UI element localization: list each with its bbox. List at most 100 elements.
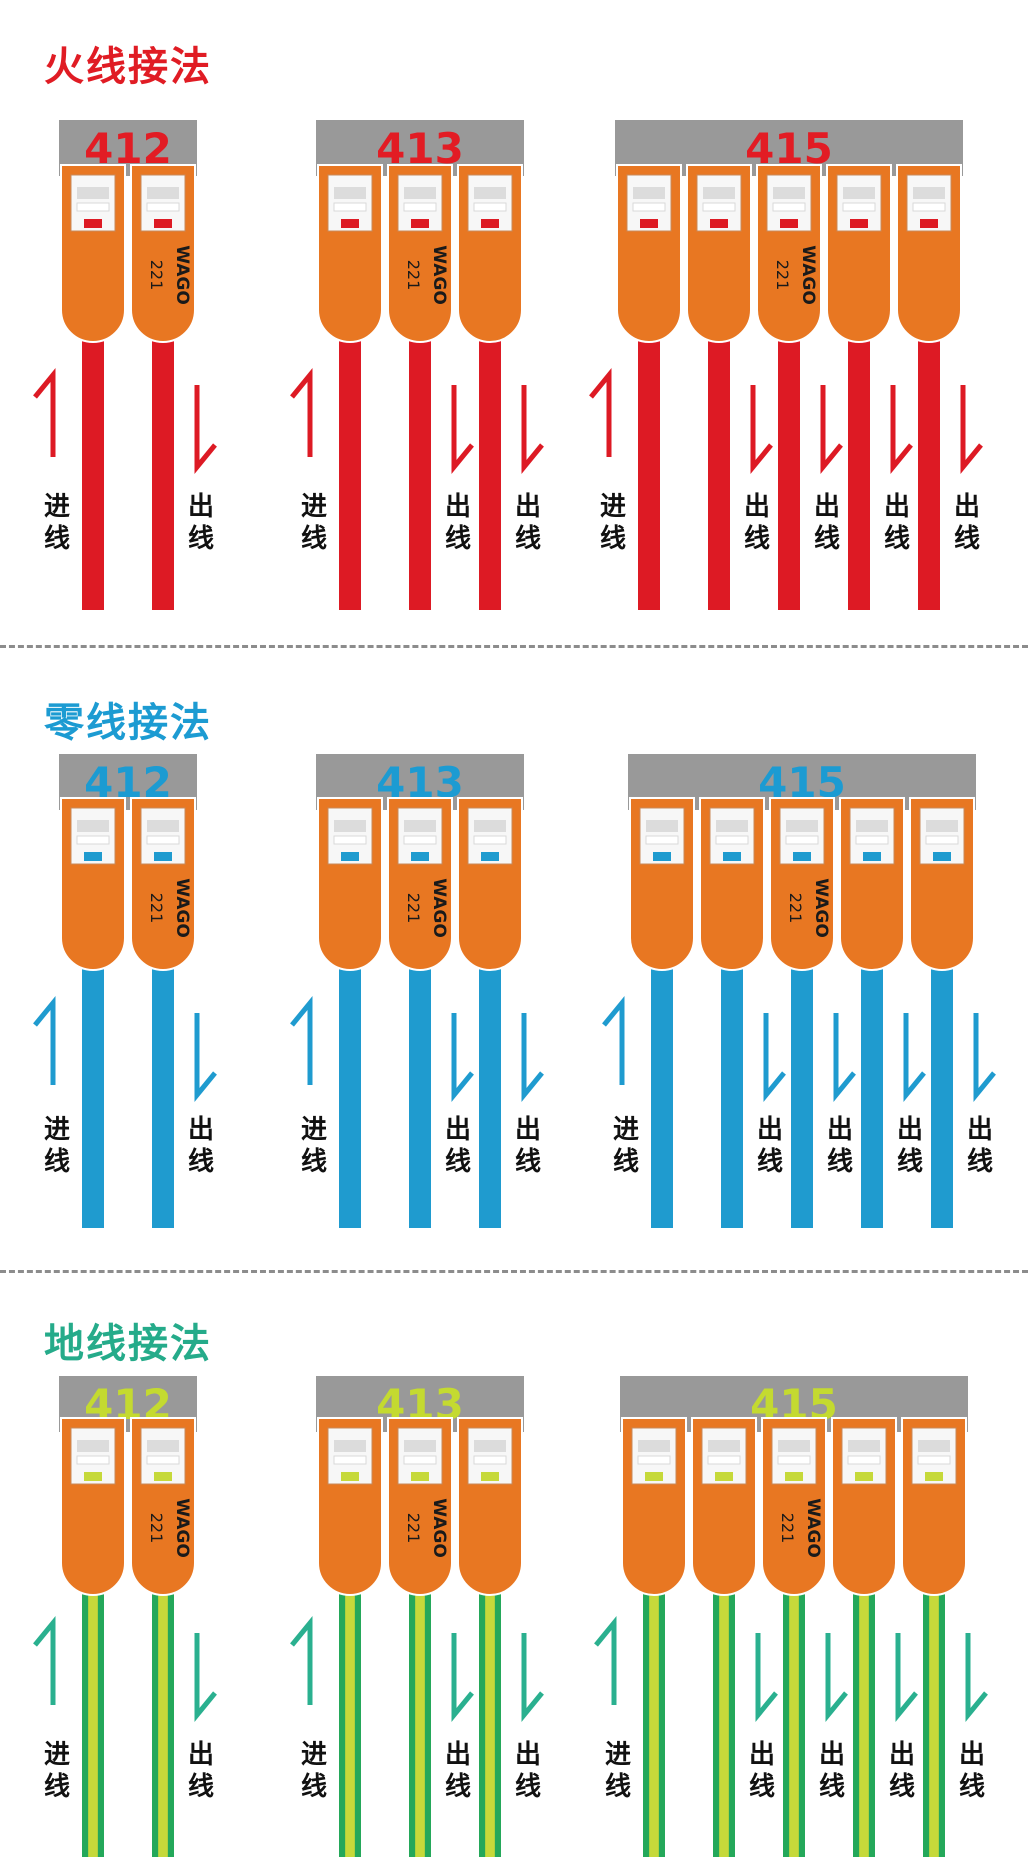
socket-slot-top — [147, 820, 179, 832]
incoming-arrow-icon — [290, 1615, 313, 1705]
socket-slot — [76, 202, 110, 212]
connector-diagram-svg: 412WAGO221进线出线413WAGO221进线出线出线415WAGO221… — [33, 1376, 988, 1857]
wire-indicator — [723, 852, 741, 861]
outgoing-arrow-icon — [521, 1633, 544, 1723]
socket-slot — [632, 202, 666, 212]
wire-indicator — [341, 1472, 359, 1481]
socket-slot — [785, 835, 819, 845]
out-label-line1: 出 — [515, 1115, 541, 1145]
socket-slot-top — [786, 820, 818, 832]
socket-slot — [847, 1455, 881, 1465]
socket-slot-top — [703, 187, 735, 199]
socket-slot — [76, 835, 110, 845]
wire-indicator — [481, 852, 499, 861]
wire-indicator — [715, 1472, 733, 1481]
out-label-line2: 线 — [515, 1147, 541, 1177]
out-label-line1: 出 — [188, 1740, 214, 1770]
model-number-text: 221 — [786, 893, 805, 924]
in-label-line2: 线 — [44, 1772, 70, 1802]
out-label-line2: 线 — [744, 524, 770, 554]
neutral-wire — [721, 950, 743, 1228]
incoming-arrow-icon — [594, 1615, 617, 1705]
incoming-arrow-icon — [589, 367, 612, 457]
socket-slot-top — [778, 1440, 810, 1452]
connector-diagram-svg: 412WAGO221进线出线413WAGO221进线出线出线415WAGO221… — [33, 120, 983, 610]
out-label-line2: 线 — [445, 1772, 471, 1802]
section-title-hot-wire: 火线接法 — [44, 44, 212, 90]
out-label-line2: 线 — [188, 1772, 214, 1802]
wire-indicator — [863, 852, 881, 861]
ground-wire-stripe — [859, 1575, 869, 1857]
out-label-line2: 线 — [749, 1772, 775, 1802]
outgoing-arrow-icon — [194, 1013, 217, 1103]
socket-slot-top — [334, 1440, 366, 1452]
out-label-line2: 线 — [819, 1772, 845, 1802]
out-label-line1: 出 — [445, 1740, 471, 1770]
section-title-ground-wire: 地线接法 — [44, 1321, 212, 1367]
socket-slot-top — [147, 187, 179, 199]
model-number-text: 221 — [147, 893, 166, 924]
wire-indicator — [84, 219, 102, 228]
hot-wire — [479, 322, 501, 610]
socket-slot-top — [404, 187, 436, 199]
socket-slot-top — [773, 187, 805, 199]
socket-slot-top — [334, 187, 366, 199]
ground-wire-stripe — [929, 1575, 939, 1857]
out-label-line2: 线 — [515, 1772, 541, 1802]
outgoing-arrow-icon — [451, 1633, 474, 1723]
neutral-wire — [339, 950, 361, 1228]
out-label-line1: 出 — [954, 492, 980, 522]
wire-indicator — [780, 219, 798, 228]
in-label-line1: 进 — [301, 492, 327, 522]
socket-slot — [772, 202, 806, 212]
out-label-line1: 出 — [515, 1740, 541, 1770]
section-title-neutral-wire: 零线接法 — [44, 700, 212, 746]
out-label-line1: 出 — [744, 492, 770, 522]
socket-slot-top — [708, 1440, 740, 1452]
hot-wire — [918, 322, 940, 610]
wire-indicator — [653, 852, 671, 861]
socket-slot-top — [913, 187, 945, 199]
wire-indicator — [785, 1472, 803, 1481]
hot-wire — [638, 322, 660, 610]
model-number-text: 221 — [147, 1513, 166, 1544]
socket-slot — [855, 835, 889, 845]
outgoing-arrow-icon — [903, 1013, 926, 1103]
socket-slot — [403, 835, 437, 845]
out-label-line1: 出 — [188, 1115, 214, 1145]
outgoing-arrow-icon — [890, 385, 913, 475]
neutral-wire — [409, 950, 431, 1228]
wire-indicator — [154, 219, 172, 228]
socket-slot — [912, 202, 946, 212]
out-label-line1: 出 — [959, 1740, 985, 1770]
socket-slot-top — [856, 820, 888, 832]
out-label-line1: 出 — [897, 1115, 923, 1145]
ground-wire-stripe — [88, 1575, 98, 1857]
socket-slot-top — [716, 820, 748, 832]
socket-slot — [473, 202, 507, 212]
socket-slot — [707, 1455, 741, 1465]
in-label-line1: 进 — [301, 1740, 327, 1770]
neutral-wire — [82, 950, 104, 1228]
socket-slot — [146, 202, 180, 212]
outgoing-arrow-icon — [833, 1013, 856, 1103]
hot-wire — [778, 322, 800, 610]
outgoing-arrow-icon — [521, 1013, 544, 1103]
socket-slot-top — [404, 820, 436, 832]
socket-slot — [917, 1455, 951, 1465]
wago-logo-text: WAGO — [172, 245, 192, 305]
socket-slot — [637, 1455, 671, 1465]
incoming-arrow-icon — [33, 367, 56, 457]
socket-slot-top — [147, 1440, 179, 1452]
out-label-line1: 出 — [188, 492, 214, 522]
out-label-line1: 出 — [757, 1115, 783, 1145]
out-label-line1: 出 — [749, 1740, 775, 1770]
out-label-line2: 线 — [827, 1147, 853, 1177]
